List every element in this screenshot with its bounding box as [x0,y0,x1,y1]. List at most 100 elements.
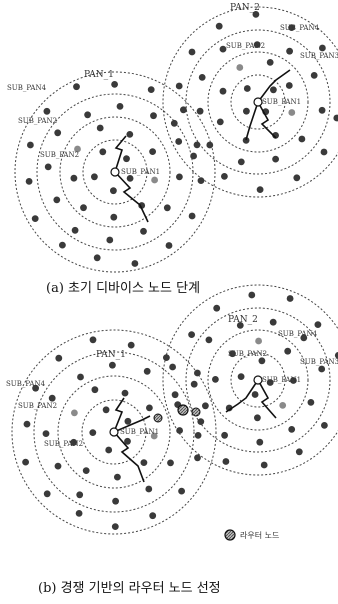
device-node [77,373,84,381]
device-node [269,318,277,326]
device-node [180,106,187,114]
pan2-rings-a [162,6,338,198]
pan1-label-a: PAN_1 [84,70,114,80]
pan1-label-b: PAN_1 [96,350,126,360]
device-node [84,111,91,119]
device-node [318,106,326,114]
device-node [114,473,121,481]
legend-router-label: 라우터 노드 [240,531,279,540]
device-node [131,260,139,267]
device-node [288,24,295,31]
device-node [71,226,79,234]
device-node [102,406,110,414]
device-node [188,212,196,220]
device-node [197,418,205,425]
device-node [147,86,155,93]
device-node [272,132,279,139]
pan2-ring-outer [162,6,338,198]
device-node [25,178,33,185]
device-node [145,485,153,493]
pan1-ring-1 [81,399,147,465]
device-node [188,331,196,338]
device-node [254,414,261,422]
pan2-ring-2 [207,51,309,153]
device-node [219,87,227,95]
device-node [149,148,157,156]
device-node [112,497,119,505]
device-node [320,148,328,156]
link-b4 [257,379,277,419]
device-node [74,145,81,153]
pan1-center-node-a [110,167,120,177]
device-node [225,404,233,412]
device-node [295,448,303,456]
device-node [167,459,174,467]
device-node [43,107,51,115]
device-node [255,337,262,345]
device-node [42,430,50,437]
device-node [127,341,135,349]
device-node [194,432,202,439]
pan2-label-b: PAN_2 [228,315,258,325]
device-node [318,365,326,373]
device-node [175,82,183,90]
pan2-ring-3 [185,307,331,453]
pan1-rings-b [11,329,217,535]
pan1-center-node-b [109,427,119,437]
device-node [169,363,177,371]
device-node [80,204,87,212]
device-node [170,119,178,127]
device-node [237,373,245,380]
device-node [31,215,39,223]
device-node [333,114,338,122]
router-node [177,404,189,416]
device-node [165,242,173,249]
device-node [73,83,80,91]
device-node [197,177,205,185]
device-node [190,380,198,388]
device-node [124,417,132,425]
router-nodes-b [153,404,201,423]
pan2-center-label-b: SUB_PAN1 [262,376,301,384]
device-node [272,155,279,163]
device-node [321,422,328,429]
device-node [111,81,118,88]
links-a [114,69,291,223]
device-node [116,103,124,110]
device-node [163,354,170,361]
pan2-ring-label-b1: SUB_PAN4 [278,330,318,338]
device-node [106,236,114,244]
device-node [22,458,29,466]
device-node [270,86,277,94]
device-node [91,173,98,181]
device-node [253,41,261,48]
device-node [124,437,131,445]
pan2-ring-1 [230,74,286,130]
device-node [55,354,63,362]
link-a4 [257,69,291,103]
device-node [109,361,116,369]
caption-b: (b) 경쟁 기반의 라우터 노드 선정 [38,581,221,596]
device-node [76,491,84,499]
caption-a: (a) 초기 디바이스 노드 단계 [46,281,200,296]
pan1-ring-label-a3: SUB_PAN2 [40,151,79,159]
device-node [196,107,204,115]
device-nodes-a [25,11,338,267]
pan1-center-label-b: SUB_PAN1 [120,428,159,436]
device-node [149,512,157,520]
device-node [126,131,134,138]
pan1-ring-label-b3: SUB_PAN2 [44,440,83,448]
link-a1 [114,171,149,223]
device-node [126,175,134,182]
pan2-ring-label-a3: SUB_PAN3 [300,52,338,60]
device-node [110,213,118,221]
device-node [288,426,296,433]
device-node [140,227,147,235]
device-node [143,367,151,375]
device-node [216,118,224,126]
device-node [54,129,62,137]
device-node [310,72,318,79]
pan2-ring-2 [207,329,309,431]
device-node [70,174,78,182]
device-node [242,137,250,144]
